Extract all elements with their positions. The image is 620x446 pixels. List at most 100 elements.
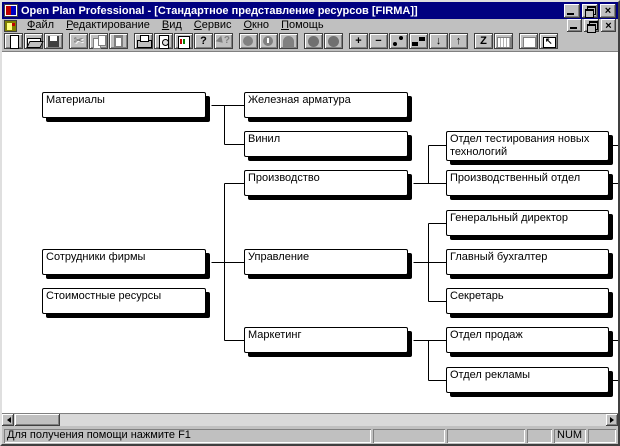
- tree-node-label: Винил: [248, 133, 281, 145]
- minus-icon: −: [375, 34, 382, 47]
- tree-node-iron[interactable]: Железная арматура: [244, 92, 408, 118]
- circle-filled-icon: [306, 35, 321, 48]
- shape-circle-note-button[interactable]: [259, 33, 278, 49]
- num-lock-indicator: NUM: [554, 429, 586, 443]
- cut-icon: ✂: [73, 34, 84, 47]
- tree-node-gendir[interactable]: Генеральный директор: [446, 210, 609, 236]
- menu-item-service[interactable]: Сервис: [193, 19, 232, 31]
- link-nodes-button[interactable]: [389, 33, 408, 49]
- tree-node-label: Железная арматура: [248, 94, 351, 106]
- menu-item-help[interactable]: Помощь: [281, 19, 324, 31]
- tree-node-employees[interactable]: Сотрудники фирмы: [42, 249, 206, 275]
- new-file-button[interactable]: [4, 33, 23, 49]
- tree-node-label: Отдел рекламы: [450, 369, 531, 381]
- status-pane-4: [527, 429, 552, 443]
- arch-icon: [281, 35, 296, 48]
- tree-node-costres[interactable]: Стоимостные ресурсы: [42, 288, 206, 314]
- schedule-button[interactable]: [174, 33, 193, 49]
- open-file-button[interactable]: [24, 33, 43, 49]
- arrow-down-icon: ↓: [435, 34, 442, 47]
- shape-filled-2-button[interactable]: [324, 33, 343, 49]
- shape-filled-1-button[interactable]: [304, 33, 323, 49]
- tree-node-testdept[interactable]: Отдел тестирования новых технологий: [446, 131, 609, 161]
- tree-node-secretary[interactable]: Секретарь: [446, 288, 609, 314]
- menu-item-window[interactable]: Окно: [243, 19, 270, 31]
- preview-icon: [156, 34, 171, 49]
- save-icon: [46, 35, 61, 48]
- parent-window-button[interactable]: [539, 33, 558, 49]
- schedule-icon: [176, 35, 191, 49]
- tree-node-vinyl[interactable]: Винил: [244, 131, 408, 157]
- mdi-restore-icon[interactable]: [584, 19, 599, 33]
- cut-button[interactable]: ✂: [69, 33, 88, 49]
- tree-node-label: Управление: [248, 251, 310, 263]
- add-node-button[interactable]: +: [349, 33, 368, 49]
- remove-node-button[interactable]: −: [369, 33, 388, 49]
- new-icon: [6, 34, 21, 49]
- status-bar: Для получения помощи нажмите F1 NUM: [2, 426, 618, 444]
- tree-node-label: Стоимостные ресурсы: [46, 290, 162, 302]
- minimize-icon[interactable]: [564, 3, 580, 18]
- plus-icon: +: [355, 34, 362, 47]
- restore-icon[interactable]: [582, 3, 598, 18]
- shape-arch-button[interactable]: [279, 33, 298, 49]
- link-step-icon: [411, 35, 426, 48]
- link-step-button[interactable]: [409, 33, 428, 49]
- menu-item-view[interactable]: Вид: [161, 19, 182, 31]
- print-button[interactable]: [134, 33, 153, 49]
- tree-node-materials[interactable]: Материалы: [42, 92, 206, 118]
- tree-node-ads[interactable]: Отдел рекламы: [446, 367, 609, 393]
- tree-node-sales[interactable]: Отдел продаж: [446, 327, 609, 353]
- arrow-up-icon: ↑: [455, 34, 462, 47]
- mdi-minimize-icon[interactable]: [567, 19, 582, 32]
- tree-node-production[interactable]: Производство: [244, 170, 408, 196]
- sort-z-icon: Z: [480, 34, 487, 47]
- sort-button[interactable]: Z: [474, 33, 493, 49]
- tree-node-management[interactable]: Управление: [244, 249, 408, 275]
- app-icon[interactable]: [4, 4, 18, 17]
- menu-item-file[interactable]: Файл: [27, 19, 55, 31]
- move-down-button[interactable]: ↓: [429, 33, 448, 49]
- horizontal-scrollbar[interactable]: [2, 413, 618, 426]
- paste-icon: [111, 34, 126, 48]
- menu-items: Файл Редактирование Вид Сервис Окно Помощь: [21, 19, 567, 32]
- scroll-left-icon[interactable]: [2, 414, 14, 426]
- scroll-right-icon[interactable]: [606, 414, 618, 426]
- tree-node-label: Производство: [248, 172, 320, 184]
- scrollbar-thumb[interactable]: [15, 414, 60, 426]
- tree-node-label: Секретарь: [450, 290, 504, 302]
- help-button[interactable]: ?: [194, 33, 213, 49]
- copy-button[interactable]: [89, 33, 108, 49]
- window-icon: [521, 35, 536, 48]
- status-pane-6: [588, 429, 616, 443]
- tree-node-label: Генеральный директор: [450, 212, 568, 224]
- child-window-button[interactable]: [519, 33, 538, 49]
- mdi-close-icon[interactable]: ×: [601, 19, 616, 32]
- paste-button[interactable]: [109, 33, 128, 49]
- table-view-button[interactable]: [494, 33, 513, 49]
- tree-node-accountant[interactable]: Главный бухгалтер: [446, 249, 609, 275]
- document-icon[interactable]: [4, 19, 17, 32]
- tree-node-label: Маркетинг: [248, 329, 302, 341]
- toolbar: ✂? +− ↓ ↑ Z: [2, 32, 618, 51]
- circle-note-icon: [261, 35, 276, 48]
- print-preview-button[interactable]: [154, 33, 173, 49]
- shape-circle-button[interactable]: [239, 33, 258, 49]
- tree-node-label: Главный бухгалтер: [450, 251, 548, 263]
- title-bar[interactable]: Open Plan Professional - [Стандартное пр…: [2, 2, 618, 19]
- tree-node-marketing[interactable]: Маркетинг: [244, 327, 408, 353]
- help-icon: ?: [200, 34, 207, 47]
- status-pane-2: [373, 429, 445, 443]
- status-pane-3: [447, 429, 525, 443]
- tree-node-proddept[interactable]: Производственный отдел: [446, 170, 609, 196]
- circle-filled-icon: [326, 35, 341, 48]
- move-up-button[interactable]: ↑: [449, 33, 468, 49]
- tree-node-label: Отдел тестирования новых технологий: [450, 133, 590, 158]
- close-icon[interactable]: ×: [600, 3, 616, 18]
- tree-node-label: Материалы: [46, 94, 105, 106]
- save-file-button[interactable]: [44, 33, 63, 49]
- window-arrow-icon: [541, 35, 556, 48]
- menu-item-edit[interactable]: Редактирование: [66, 19, 150, 31]
- context-help-button[interactable]: [214, 33, 233, 49]
- grid-icon: [496, 35, 511, 48]
